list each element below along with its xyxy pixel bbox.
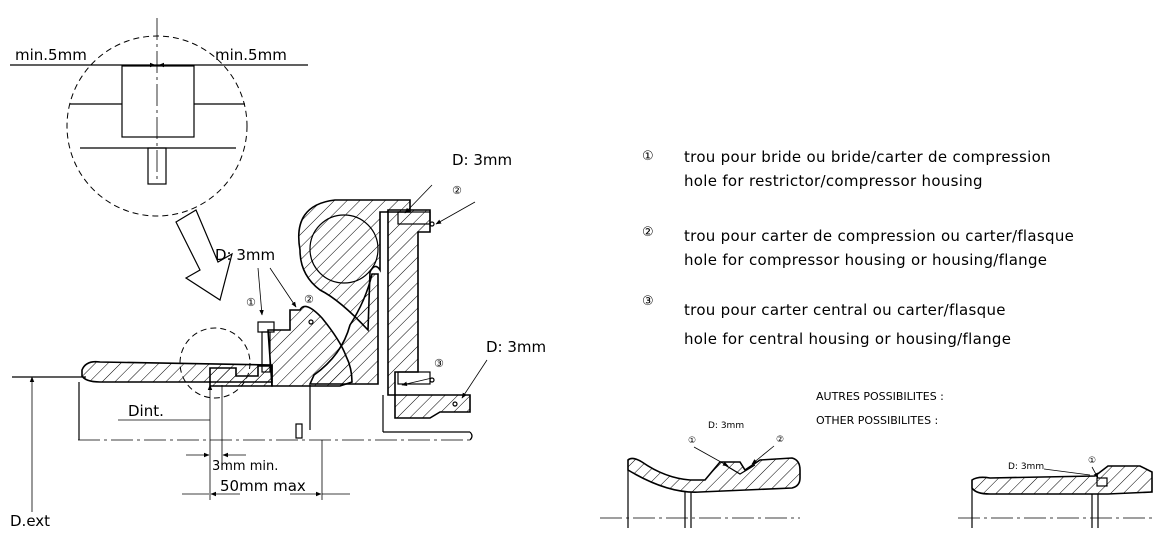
central-housing xyxy=(394,394,471,419)
inlet-flange xyxy=(209,365,273,387)
legend-en-2: hole for compressor housing or housing/f… xyxy=(684,251,1047,269)
housing-section xyxy=(12,199,473,512)
hole-label-bottom-right: D: 3mm xyxy=(486,338,546,356)
marker-3-main: ③ xyxy=(434,357,444,370)
legend-fr-3: trou pour carter central ou carter/flasq… xyxy=(684,301,1006,319)
detail-hole xyxy=(147,147,167,185)
detail-view: min.5mm min.5mm xyxy=(10,18,308,217)
legend-en-1: hole for restrictor/compressor housing xyxy=(684,172,983,190)
other-title-en: OTHER POSSIBILITES : xyxy=(816,414,938,427)
option-1-marker-2: ② xyxy=(776,435,784,445)
marker-2-main: ② xyxy=(304,293,314,306)
marker-1-main: ① xyxy=(246,296,256,309)
dint-label: Dint. xyxy=(128,402,164,420)
detail-body xyxy=(121,65,195,138)
min-right-label: min.5mm xyxy=(215,46,287,64)
gap-min-label: 3mm min. xyxy=(212,459,278,474)
hole-label-center: D: 3mm xyxy=(215,246,275,264)
option-2-hole-label: D: 3mm xyxy=(1008,462,1044,472)
option-1-hole-label: D: 3mm xyxy=(708,421,744,431)
legend-marker-2: ② xyxy=(642,225,654,240)
view-direction-arrow-icon xyxy=(175,209,233,301)
dext-label: D.ext xyxy=(10,512,50,530)
option-1-section: D: 3mm ① ② xyxy=(600,421,801,528)
bolt-hole-1 xyxy=(261,331,271,373)
min-left-label: min.5mm xyxy=(15,46,87,64)
option-1-marker-1: ① xyxy=(688,436,696,446)
legend-fr-1: trou pour bride ou bride/carter de compr… xyxy=(684,148,1051,166)
legend-en-3: hole for central housing or housing/flan… xyxy=(684,330,1011,348)
diffuser xyxy=(308,273,379,385)
housing-plate xyxy=(387,209,431,396)
option-1-pipe xyxy=(627,457,801,493)
other-title-fr: AUTRES POSSIBILITES : xyxy=(816,390,944,403)
max-len-label: 50mm max xyxy=(220,477,306,495)
hole-label-top-right: D: 3mm xyxy=(452,151,512,169)
option-2-marker-1: ① xyxy=(1088,456,1096,466)
option-2-pipe xyxy=(971,465,1153,495)
scroll-cavity xyxy=(309,214,379,284)
detail-marker-circle xyxy=(179,327,251,399)
option-2-section: D: 3mm ① xyxy=(958,456,1155,528)
legend-fr-2: trou pour carter de compression ou carte… xyxy=(684,227,1074,245)
marker-2-top: ② xyxy=(452,184,462,197)
legend-marker-1: ① xyxy=(642,149,654,164)
legend: ① trou pour bride ou bride/carter de com… xyxy=(642,148,1074,348)
legend-marker-3: ③ xyxy=(642,294,654,309)
